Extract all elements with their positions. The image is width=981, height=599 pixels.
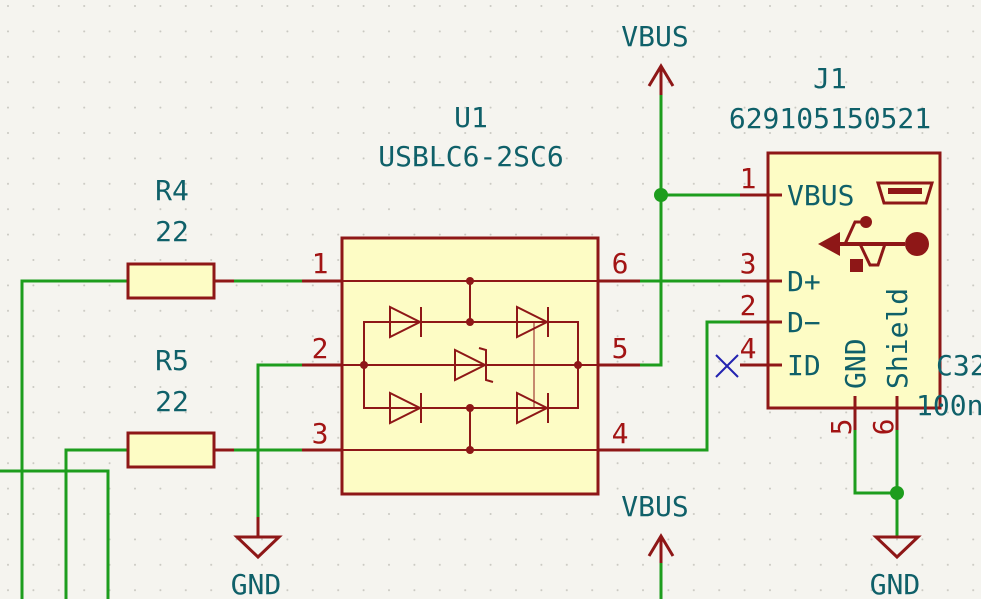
- r5-ref: R5: [155, 344, 189, 377]
- j1-pin6-number: 6: [867, 419, 900, 436]
- vbus-bottom-label: VBUS: [621, 490, 688, 523]
- r4-value: 22: [155, 215, 189, 248]
- j1-pin3-name: D+: [787, 265, 821, 298]
- c32-ref: C32: [936, 349, 981, 382]
- resistor-r4[interactable]: R4 22: [126, 174, 234, 300]
- u1-internal-junctions: [360, 277, 582, 454]
- j1-pin2-name: D−: [787, 306, 821, 339]
- power-gnd-right[interactable]: GND: [870, 535, 922, 599]
- wire-u1pin4-j1dm[interactable]: [640, 320, 768, 452]
- r4-ref: R4: [155, 174, 189, 207]
- j1-pin5-number: 5: [825, 419, 858, 436]
- gnd-right-label: GND: [870, 568, 921, 599]
- u1-pin6-number: 6: [612, 247, 629, 280]
- wires: [0, 95, 904, 599]
- u1-value: USBLC6-2SC6: [378, 140, 563, 173]
- c32-value: 100n: [916, 389, 981, 422]
- j1-ref: J1: [813, 62, 847, 95]
- diode-icon: [389, 391, 423, 425]
- wire-r5-left[interactable]: [64, 448, 128, 599]
- wire-left-bus-a[interactable]: [0, 469, 110, 599]
- r5-body: [126, 431, 216, 469]
- j1-pin4-number: 4: [740, 332, 757, 365]
- resistor-r5[interactable]: R5 22: [126, 344, 234, 469]
- j1-pin5-name: GND: [839, 338, 872, 389]
- junction-gnd: [890, 486, 904, 500]
- capacitor-c32[interactable]: C32 100n: [916, 349, 981, 422]
- vbus-top-label: VBUS: [621, 20, 688, 53]
- diode-icon: [389, 305, 423, 339]
- vbus-bottom-arrow-icon: [647, 533, 675, 557]
- u1-pin3-number: 3: [312, 417, 329, 450]
- connector-j1[interactable]: J1 629105150521 1 3 2 4 VBUS D+ D− ID 5 …: [729, 62, 942, 436]
- j1-pin1-number: 1: [740, 162, 757, 195]
- no-connect-icon[interactable]: [715, 354, 739, 378]
- ic-u1[interactable]: U1 USBLC6-2SC6 1 2 3 6 5 4: [302, 101, 640, 496]
- j1-value: 629105150521: [729, 102, 931, 135]
- u1-ref: U1: [454, 101, 488, 134]
- vbus-arrow-icon: [647, 63, 675, 87]
- power-vbus-top[interactable]: VBUS: [621, 20, 689, 95]
- j1-pin6-name: Shield: [881, 288, 914, 389]
- r5-value: 22: [155, 385, 189, 418]
- j1-pin1-name: VBUS: [787, 179, 854, 212]
- u1-pin4-number: 4: [612, 417, 629, 450]
- zener-diode-icon: [454, 347, 494, 383]
- j1-pin4-name: ID: [787, 349, 821, 382]
- usb-receptacle-icon: [875, 181, 935, 205]
- u1-pin5-number: 5: [612, 332, 629, 365]
- j1-body: [766, 151, 942, 410]
- diode-icon: [516, 391, 550, 425]
- r4-body: [126, 262, 216, 300]
- diode-icon: [516, 305, 550, 339]
- power-gnd-left[interactable]: GND: [231, 517, 283, 599]
- wire-r4-left[interactable]: [20, 279, 128, 599]
- usb-icon: [818, 216, 929, 272]
- wire-u1pin2-gnd[interactable]: [256, 363, 302, 517]
- junction-vbus: [654, 188, 668, 202]
- j1-pin2-number: 2: [740, 289, 757, 322]
- power-vbus-bottom[interactable]: VBUS: [621, 490, 689, 563]
- wire-j1-gnd[interactable]: [853, 409, 897, 495]
- u1-pin1-number: 1: [312, 247, 329, 280]
- gnd-right-icon: [872, 535, 922, 560]
- j1-pin3-number: 3: [740, 247, 757, 280]
- gnd-left-label: GND: [231, 568, 282, 599]
- u1-pin2-number: 2: [312, 332, 329, 365]
- wire-u1pin5-vbus[interactable]: [640, 95, 663, 367]
